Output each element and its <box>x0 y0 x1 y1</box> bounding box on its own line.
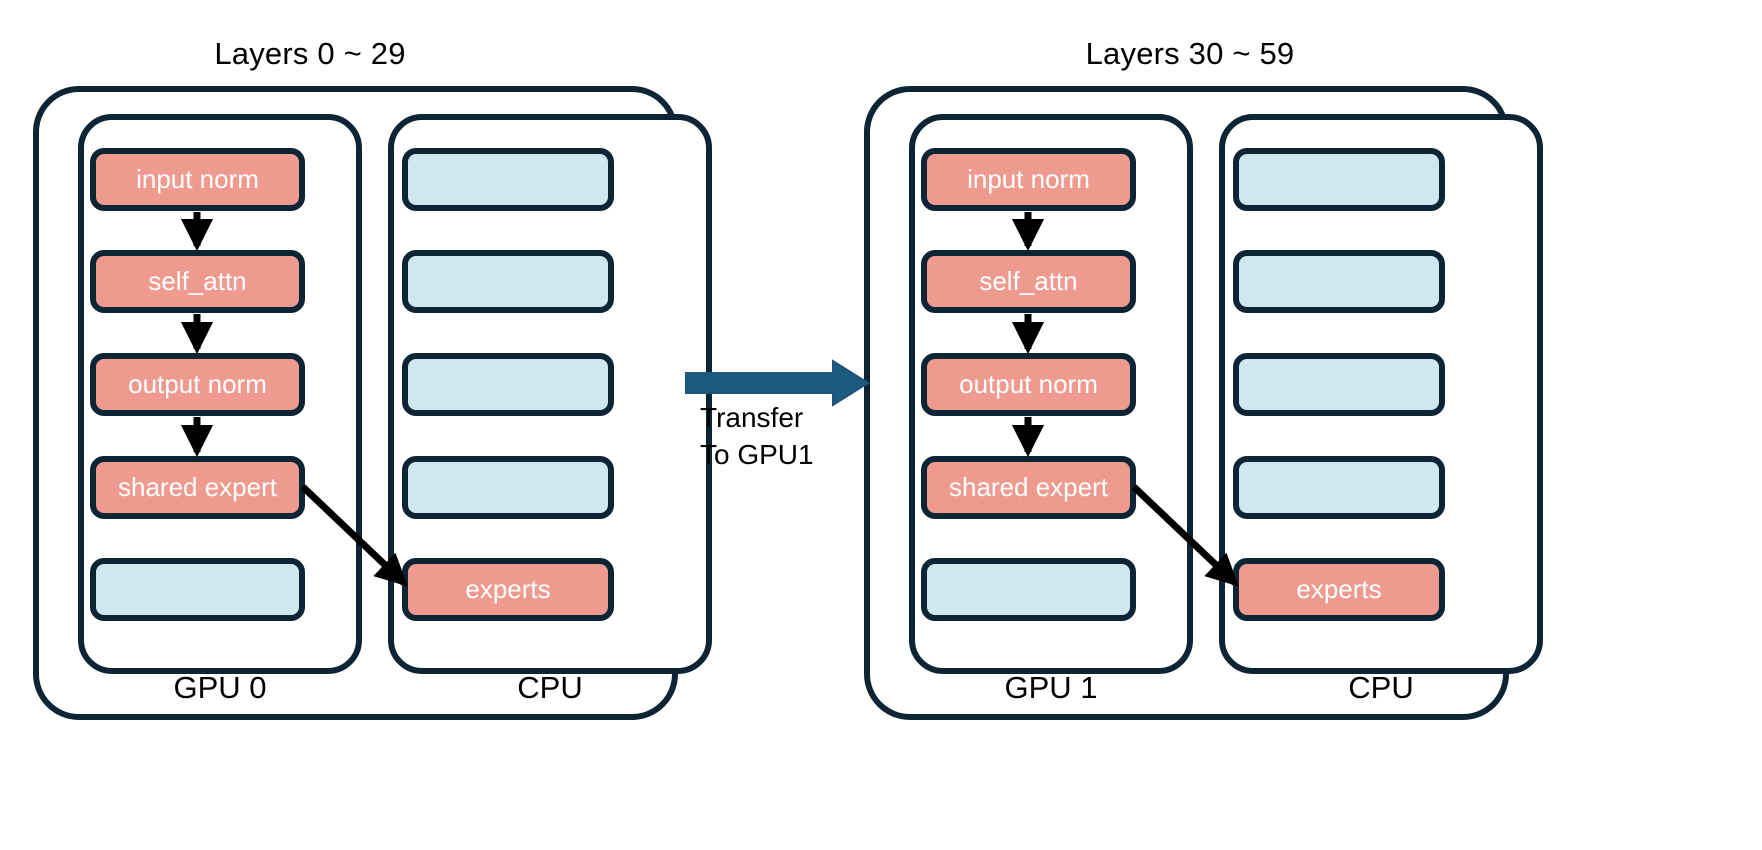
panel-title-right: Layers 30 ~ 59 <box>1085 36 1295 71</box>
block-label: self_attn <box>148 266 247 296</box>
block-gpu0-shared-expert[interactable]: shared expert <box>90 456 305 519</box>
block-label: output norm <box>959 369 1098 399</box>
block-gpu0-output-norm[interactable]: output norm <box>90 353 305 416</box>
block-label: shared expert <box>949 472 1108 502</box>
block-cpu-left-experts[interactable]: experts <box>402 558 614 621</box>
block-label: experts <box>1296 574 1382 604</box>
block-label: input norm <box>967 164 1090 194</box>
block-cpu-left-empty-3[interactable] <box>402 353 614 416</box>
block-gpu1-self-attn[interactable]: self_attn <box>921 250 1136 313</box>
block-label: experts <box>465 574 551 604</box>
block-cpu-right-empty-3[interactable] <box>1233 353 1445 416</box>
block-gpu1-shared-expert[interactable]: shared expert <box>921 456 1136 519</box>
transfer-arrow <box>685 359 870 407</box>
block-cpu-left-empty-2[interactable] <box>402 250 614 313</box>
block-gpu0-empty-5[interactable] <box>90 558 305 621</box>
device-label-cpu-right: CPU <box>1348 670 1414 705</box>
device-label-gpu-1: GPU 1 <box>1004 670 1098 705</box>
block-label: shared expert <box>118 472 277 502</box>
block-gpu1-output-norm[interactable]: output norm <box>921 353 1136 416</box>
block-gpu0-self-attn[interactable]: self_attn <box>90 250 305 313</box>
block-cpu-right-experts[interactable]: experts <box>1233 558 1445 621</box>
transfer-label: Transfer To GPU1 <box>700 402 814 470</box>
block-cpu-left-empty-4[interactable] <box>402 456 614 519</box>
block-cpu-left-empty-1[interactable] <box>402 148 614 211</box>
block-cpu-right-empty-1[interactable] <box>1233 148 1445 211</box>
block-label: output norm <box>128 369 267 399</box>
device-label-gpu-0: GPU 0 <box>173 670 267 705</box>
device-label-cpu-left: CPU <box>517 670 583 705</box>
block-cpu-right-empty-2[interactable] <box>1233 250 1445 313</box>
block-label: self_attn <box>979 266 1078 296</box>
block-cpu-right-empty-4[interactable] <box>1233 456 1445 519</box>
block-gpu0-input-norm[interactable]: input norm <box>90 148 305 211</box>
panel-title-left: Layers 0 ~ 29 <box>214 36 406 71</box>
block-label: input norm <box>136 164 259 194</box>
block-gpu1-input-norm[interactable]: input norm <box>921 148 1136 211</box>
block-gpu1-empty-5[interactable] <box>921 558 1136 621</box>
